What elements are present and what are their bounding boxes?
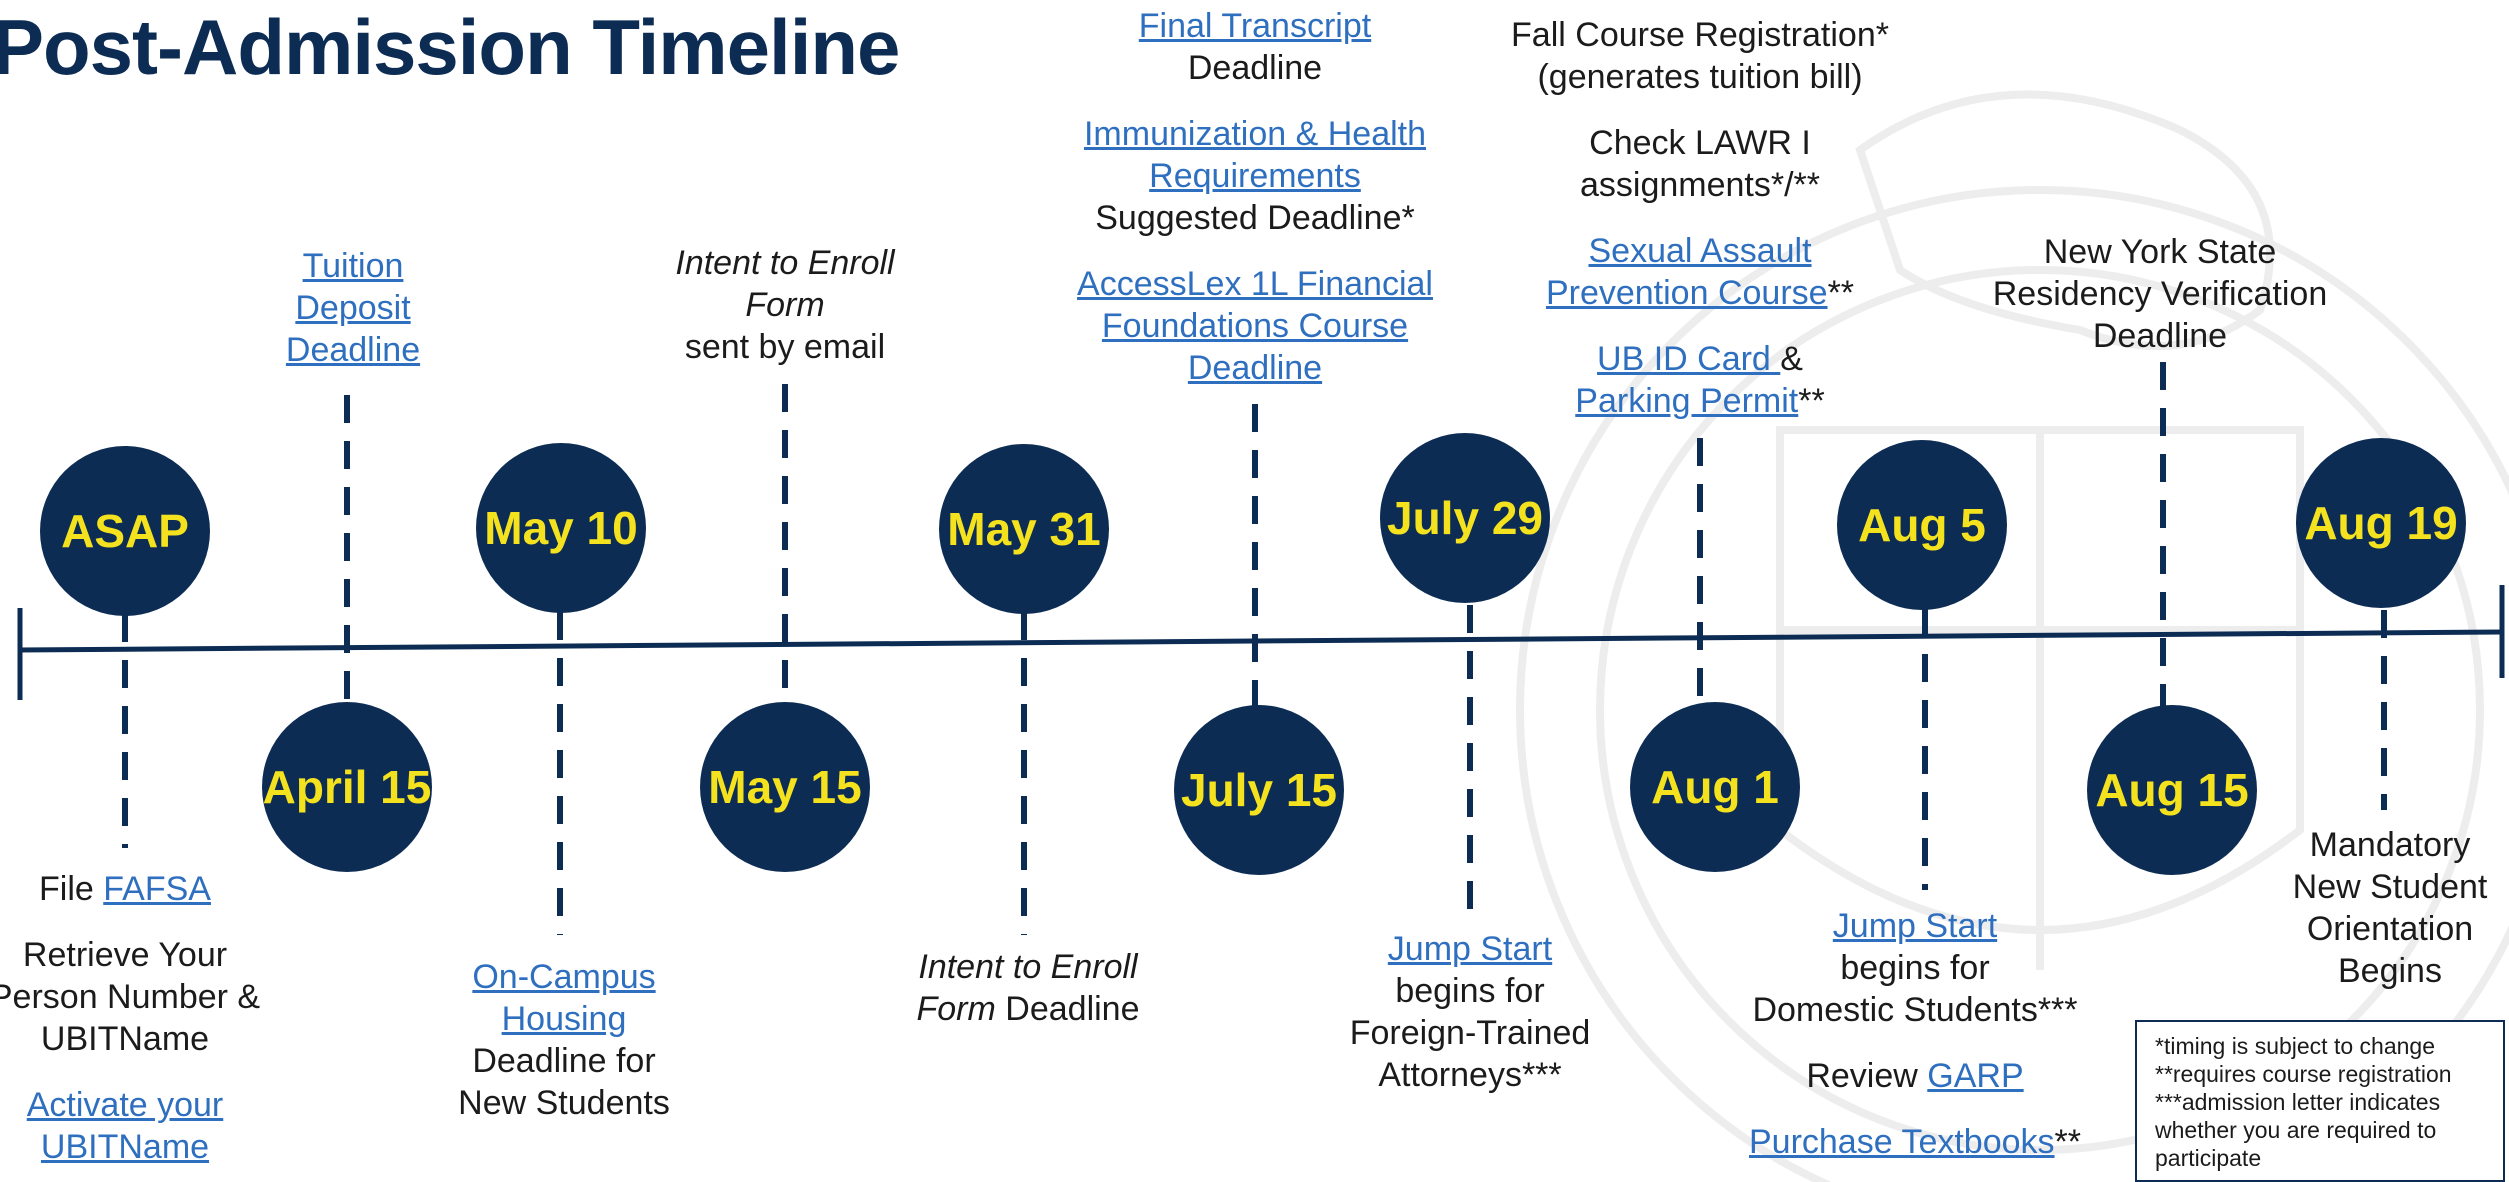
aug-5-event: Jump Start begins for Domestic Students*… <box>1749 905 2081 1163</box>
date-circle-aug-5: Aug 5 <box>1837 440 2007 610</box>
fafsa-link[interactable]: FAFSA <box>103 870 211 908</box>
may-10-event: On-Campus Housing Deadline for New Stude… <box>458 956 670 1124</box>
date-circle-april-15: April 15 <box>262 702 432 872</box>
may-15-event: Intent to Enroll Form sent by email <box>675 242 894 368</box>
sexual-assault-link-2[interactable]: Prevention Course <box>1545 274 1828 312</box>
intent-deadline-text: Deadline <box>995 990 1140 1028</box>
date-circle-may-15: May 15 <box>700 702 870 872</box>
jump-start-foreign-text-1: begins for <box>1395 972 1545 1010</box>
intent-form-italic-2: Form <box>745 286 825 324</box>
fafsa-prefix: File <box>39 870 104 908</box>
july-29-event: Jump Start begins for Foreign-Trained At… <box>1350 928 1591 1096</box>
legend-line-5: participate <box>2155 1145 2262 1171</box>
immunization-link-1[interactable]: Immunization & Health <box>1083 115 1427 153</box>
jump-start-foreign-text-2: Foreign-Trained <box>1349 1014 1591 1052</box>
jump-start-domestic-text-1: begins for <box>1840 949 1990 987</box>
residency-text-1: New York State <box>2043 233 2277 271</box>
page-title: Post-Admission Timeline <box>0 3 900 91</box>
legend-line-4: whether you are required to <box>2155 1117 2437 1143</box>
legend-line-3: ***admission letter indicates <box>2155 1089 2441 1115</box>
parking-suffix: ** <box>1798 382 1825 420</box>
date-circle-july-29: July 29 <box>1380 433 1550 603</box>
may-31-event: Intent to Enroll Form Deadline <box>917 946 1140 1030</box>
aug-15-event: New York State Residency Verification De… <box>1993 231 2328 357</box>
activate-ubitname-link-2[interactable]: UBITName <box>40 1128 210 1166</box>
jump-start-foreign-text-3: Attorneys*** <box>1378 1056 1562 1094</box>
july-15-event: Final Transcript Deadline Immunization &… <box>1077 5 1433 389</box>
purchase-textbooks-link[interactable]: Purchase Textbooks <box>1748 1123 2055 1161</box>
parking-permit-link[interactable]: Parking Permit <box>1575 382 1799 420</box>
final-transcript-text: Deadline <box>1187 49 1323 87</box>
legend-line-1: *timing is subject to change <box>2155 1033 2435 1059</box>
sexual-assault-suffix: ** <box>1827 274 1855 312</box>
aug-19-event: Mandatory New Student Orientation Begins <box>2293 824 2488 992</box>
housing-link-2[interactable]: Housing <box>501 1000 627 1038</box>
date-circle-aug-1: Aug 1 <box>1630 702 1800 872</box>
registration-text-2: (generates tuition bill) <box>1537 58 1863 96</box>
accesslex-link-1[interactable]: AccessLex 1L Financial <box>1077 265 1433 303</box>
jump-start-domestic-text-2: Domestic Students*** <box>1752 991 2078 1029</box>
residency-text-3: Deadline <box>2092 317 2228 355</box>
ubid-ampersand: & <box>1780 340 1803 378</box>
retrieve-line-1: Retrieve Your <box>22 936 228 974</box>
orientation-text-1: Mandatory <box>2309 826 2471 864</box>
activate-ubitname-link-1[interactable]: Activate your <box>26 1086 224 1124</box>
registration-text-1: Fall Course Registration* <box>1511 16 1889 54</box>
residency-text-2: Residency Verification <box>1992 275 2328 313</box>
april-15-event: Tuition Deposit Deadline <box>286 245 420 371</box>
lawr-text-1: Check LAWR I <box>1589 124 1811 162</box>
orientation-text-3: Orientation <box>2306 910 2474 948</box>
university-seal-watermark <box>1516 90 2509 1182</box>
orientation-text-2: New Student <box>2292 868 2488 906</box>
immunization-link-2[interactable]: Requirements <box>1149 157 1361 195</box>
retrieve-line-3: UBITName <box>40 1020 210 1058</box>
date-circle-asap: ASAP <box>40 446 210 616</box>
footnote-legend: *timing is subject to change **requires … <box>2135 1020 2505 1182</box>
jump-start-domestic-link[interactable]: Jump Start <box>1832 907 1998 945</box>
tuition-deposit-link-3[interactable]: Deadline <box>285 331 421 369</box>
aug-1-event: Fall Course Registration* (generates tui… <box>1511 14 1889 422</box>
orientation-text-4: Begins <box>2338 952 2442 990</box>
date-circle-aug-15: Aug 15 <box>2087 705 2257 875</box>
intent-deadline-italic-2: Form <box>916 990 996 1028</box>
date-circle-july-15: July 15 <box>1174 705 1344 875</box>
sexual-assault-link-1[interactable]: Sexual Assault <box>1588 232 1812 270</box>
tuition-deposit-link-1[interactable]: Tuition <box>302 247 404 285</box>
retrieve-line-2: Person Number & <box>0 978 261 1016</box>
textbooks-suffix: ** <box>2054 1123 2082 1161</box>
housing-text-2: New Students <box>458 1084 670 1122</box>
intent-form-italic-1: Intent to Enroll <box>675 244 895 282</box>
lawr-text-2: assignments*/** <box>1579 166 1820 204</box>
immunization-text: Suggested Deadline* <box>1095 199 1415 237</box>
date-circle-may-31: May 31 <box>939 444 1109 614</box>
housing-text-1: Deadline for <box>472 1042 656 1080</box>
intent-sent-text: sent by email <box>684 328 886 366</box>
ub-id-card-link[interactable]: UB ID Card <box>1597 340 1781 378</box>
housing-link-1[interactable]: On-Campus <box>472 958 656 996</box>
accesslex-link-2[interactable]: Foundations Course <box>1101 307 1409 345</box>
asap-tasks: File FAFSA Retrieve Your Person Number &… <box>0 868 260 1168</box>
intent-deadline-italic-1: Intent to Enroll <box>918 948 1138 986</box>
final-transcript-link[interactable]: Final Transcript <box>1138 7 1372 45</box>
review-prefix: Review <box>1806 1057 1928 1095</box>
date-circle-aug-19: Aug 19 <box>2296 438 2466 608</box>
tuition-deposit-link-2[interactable]: Deposit <box>295 289 411 327</box>
jump-start-foreign-link[interactable]: Jump Start <box>1387 930 1553 968</box>
garp-link[interactable]: GARP <box>1927 1057 2024 1095</box>
accesslex-link-3[interactable]: Deadline <box>1187 349 1323 387</box>
date-circle-may-10: May 10 <box>476 443 646 613</box>
legend-line-2: **requires course registration <box>2155 1061 2452 1087</box>
